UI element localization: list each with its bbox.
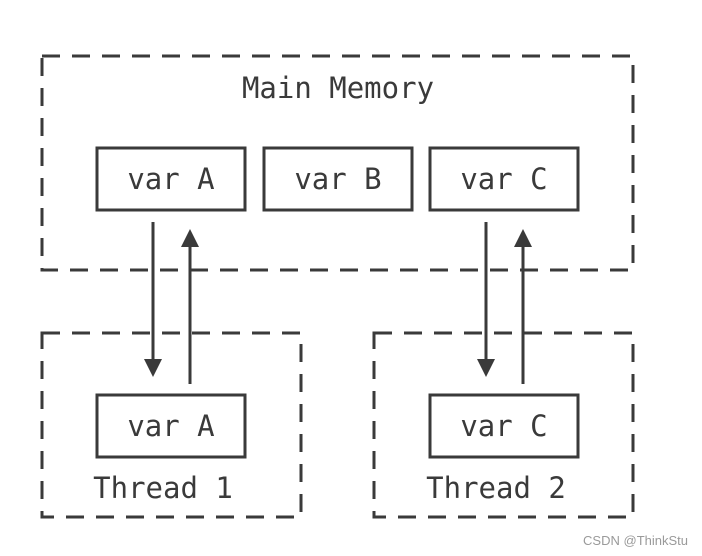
thread-2-var-c: var C [428,393,580,459]
main-var-b-box [262,146,414,212]
main-var-a-label: var A [127,162,214,196]
main-var-b: var B [262,146,414,212]
main-var-a: var A [95,146,247,212]
thread-1-var-a-label: var A [127,409,214,443]
main-var-b-label: var B [294,162,381,196]
thread-2-var-c-box [428,393,580,459]
main-var-c-label: var C [460,162,547,196]
watermark: CSDN @ThinkStu [583,533,688,548]
thread-1-var-a: var A [95,393,247,459]
thread-1-var-a-box [95,393,247,459]
main-var-c-box [428,146,580,212]
thread-1-label: Thread 1 [93,471,233,505]
thread-2-var-c-label: var C [460,409,547,443]
thread-2-box [372,331,635,519]
thread-2-label: Thread 2 [426,471,566,505]
main-var-a-box [95,146,247,212]
thread-1-box [40,331,303,519]
main-memory-box [40,54,635,272]
main-memory-title: Main Memory [242,71,434,105]
main-var-c: var C [428,146,580,212]
